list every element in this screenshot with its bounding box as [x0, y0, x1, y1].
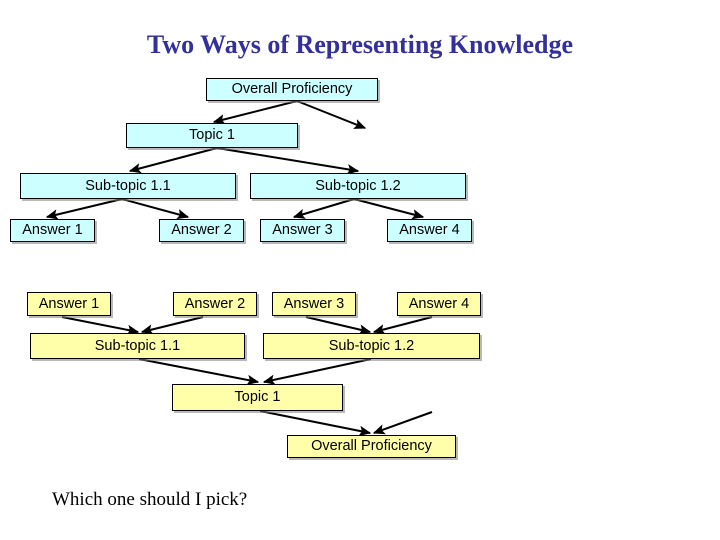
- top-tree-node-t-ans2[interactable]: Answer 2: [159, 219, 244, 242]
- connector-arrow-t-topic1-to-t-sub12: [216, 147, 360, 175]
- bottom-tree-node-b-ans4[interactable]: Answer 4: [397, 292, 481, 316]
- top-tree-node-t-ans4[interactable]: Answer 4: [387, 219, 472, 242]
- connector-arrow-b-sub12-to-b-topic1: [262, 358, 372, 385]
- bottom-tree-node-b-topic1[interactable]: Topic 1: [172, 384, 343, 411]
- connector-arrow-t-overall-to-dangling: [296, 100, 367, 129]
- connector-arrow-b-sub11-to-b-topic1: [138, 358, 260, 386]
- connector-arrow-b-ans1-to-b-sub11: [61, 316, 140, 336]
- top-tree-node-t-topic1[interactable]: Topic 1: [126, 123, 298, 148]
- connector-arrow-t-topic1-to-t-sub11: [128, 147, 218, 174]
- connector-arrow-t-sub12-to-t-ans3: [292, 198, 355, 219]
- closing-question: Which one should I pick?: [52, 489, 248, 510]
- bottom-tree-node-b-ans2[interactable]: Answer 2: [173, 292, 257, 316]
- connector-arrow-t-sub11-to-t-ans2: [121, 198, 190, 220]
- top-tree-edges: [45, 100, 425, 220]
- connector-arrow-b-topic1-to-b-overall: [259, 410, 372, 436]
- bottom-tree-node-b-overall[interactable]: Overall Proficiency: [287, 435, 456, 458]
- connector-arrow-b-ans2-to-b-sub11: [140, 316, 204, 335]
- connector-arrow-b-ans4-to-b-sub12: [372, 316, 433, 335]
- connector-arrow-b-ans3-to-b-sub12: [305, 316, 372, 335]
- bottom-tree-node-b-sub12[interactable]: Sub-topic 1.2: [263, 333, 480, 359]
- top-tree-node-t-ans3[interactable]: Answer 3: [260, 219, 345, 242]
- bottom-tree-node-b-ans3[interactable]: Answer 3: [272, 292, 356, 316]
- connector-arrow-t-sub12-to-t-ans4: [353, 198, 425, 220]
- page-title: Two Ways of Representing Knowledge: [146, 30, 574, 59]
- connector-arrow-t-sub11-to-t-ans1: [45, 198, 123, 220]
- top-tree-node-t-sub12[interactable]: Sub-topic 1.2: [250, 173, 466, 199]
- top-tree-node-t-overall[interactable]: Overall Proficiency: [206, 78, 378, 101]
- connector-arrow-t-overall-to-t-topic1: [212, 100, 298, 125]
- top-tree-node-t-ans1[interactable]: Answer 1: [10, 219, 95, 242]
- connector-arrow-dangling-to-b-overall: [372, 411, 433, 435]
- bottom-tree-node-b-sub11[interactable]: Sub-topic 1.1: [30, 333, 245, 359]
- bottom-tree-node-b-ans1[interactable]: Answer 1: [27, 292, 111, 316]
- top-tree-node-t-sub11[interactable]: Sub-topic 1.1: [20, 173, 236, 199]
